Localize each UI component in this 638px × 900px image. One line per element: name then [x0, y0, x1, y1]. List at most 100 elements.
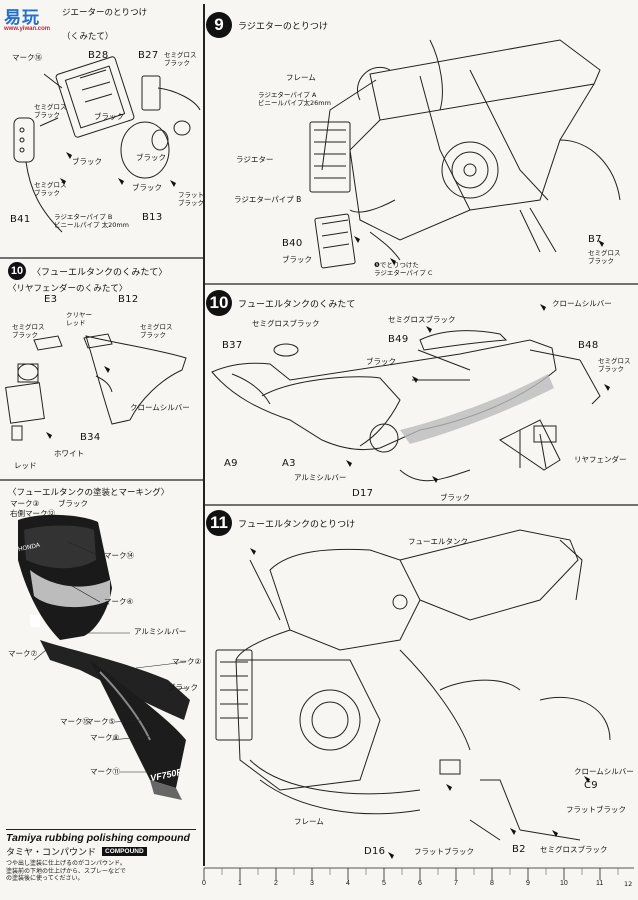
label-radiator-pipe-b: ラジエターパイプ B ビニールパイプ 太20mm — [54, 213, 130, 229]
label-black: ブラック — [132, 183, 162, 192]
label-rear-fender: リヤフェンダー — [574, 455, 627, 464]
label-red: レッド — [14, 461, 37, 470]
label-semigloss-black: セミグロスブラック — [252, 319, 320, 328]
part-b34: B34 — [80, 432, 101, 443]
label-radiator-pipe-a: ラジエターパイプ A ビニールパイプ太26mm — [258, 91, 331, 107]
ruler-tick-label: 0 — [202, 880, 206, 887]
ruler-tick-label: 5 — [382, 880, 386, 887]
label-flat-black: フラット ブラック — [178, 191, 204, 207]
step-title: 〈フューエルタンクのくみたて〉 — [32, 267, 168, 278]
ruler-tick-label: 11 — [596, 880, 604, 887]
step-9-heading: 9 ラジエターのとりつけ — [206, 12, 328, 38]
compound-jp-row: タミヤ・コンパウンド COMPOUND — [6, 845, 196, 858]
label-radiator-pipe-b: ラジエターパイプ B — [234, 195, 302, 204]
part-b48: B48 — [578, 340, 599, 351]
page-number: 12 — [624, 880, 633, 888]
ruler-tick-label: 4 — [346, 880, 350, 887]
part-b40: B40 — [282, 238, 303, 249]
part-a9: A9 — [224, 458, 238, 469]
part-b41: B41 — [10, 214, 31, 225]
ruler-tick-label: 2 — [274, 880, 278, 887]
ruler-tick-label: 8 — [490, 880, 494, 887]
part-b13: B13 — [142, 212, 163, 223]
ruler-tick-label: 7 — [454, 880, 458, 887]
step-number: 10 — [8, 262, 26, 280]
label-semigloss-black: セミグロス ブラック — [34, 103, 67, 119]
label-mark5: マーク⑤ — [86, 717, 116, 726]
label-radiator-pipe-c: ❺でとりつけた ラジエターパイプ C — [374, 261, 433, 277]
site-logo: 易玩 www.yiwan.com — [4, 3, 72, 33]
ruler-tick-label: 9 — [526, 880, 530, 887]
part-b2: B2 — [512, 844, 526, 855]
step-10-left-heading: 10 〈フューエルタンクのくみたて〉 — [8, 262, 167, 280]
part-b37: B37 — [222, 340, 243, 351]
label-mark11: マーク⑪ — [90, 767, 120, 776]
step-number: 9 — [206, 12, 232, 38]
label-mark3: マーク③ — [10, 499, 40, 508]
step-title: フューエルタンクのくみたて — [238, 299, 356, 310]
logo-text: 易玩 — [4, 8, 40, 27]
logo-url: www.yiwan.com — [4, 26, 51, 32]
step-title: ラジエターのとりつけ — [238, 21, 328, 32]
label-aluminium-silver: アルミシルバー — [294, 473, 347, 482]
label-semigloss-black: セミグロス ブラック — [164, 51, 197, 67]
label-chrome-silver: クロームシルバー — [552, 299, 612, 308]
label-black: ブラック — [58, 499, 88, 508]
label-white: ホワイト — [54, 449, 84, 458]
label-black: ブラック — [136, 153, 166, 162]
part-b12: B12 — [118, 294, 139, 305]
label-black: ブラック — [440, 493, 470, 502]
ruler-tick-label: 10 — [560, 880, 568, 887]
label-radiator: ラジエター — [236, 155, 274, 164]
part-e3: E3 — [44, 294, 58, 305]
label-semigloss-black: セミグロス ブラック — [140, 323, 173, 339]
step-subheading: 〈リヤフェンダーのくみたて〉 — [8, 284, 128, 294]
label-black: ブラック — [168, 683, 198, 692]
label-mark2: マーク② — [172, 657, 202, 666]
label-chrome-silver: クロームシルバー — [574, 767, 634, 776]
label-black: ブラック — [94, 112, 124, 121]
label-semigloss-black: セミグロス ブラック — [588, 249, 621, 265]
part-b7: B7 — [588, 234, 602, 245]
part-b27: B27 — [138, 50, 159, 61]
ruler-tick-label: 6 — [418, 880, 422, 887]
label-mark16: マーク⑯ — [12, 53, 42, 62]
compound-badge: COMPOUND — [102, 847, 147, 856]
label-semigloss-black: セミグロス ブラック — [598, 357, 631, 373]
part-b49: B49 — [388, 334, 409, 345]
section-heading-radiator: ジエーターのとりつけ — [62, 8, 148, 18]
label-black: ブラック — [282, 255, 312, 264]
ruler-tick-label: 3 — [310, 880, 314, 887]
part-c9: C9 — [584, 780, 598, 791]
label-chrome-silver: クロームシルバー — [130, 403, 190, 412]
part-d16: D16 — [364, 846, 386, 857]
label-black: ブラック — [366, 357, 396, 366]
label-mark15: マーク⑮ — [60, 717, 90, 726]
label-clear-red: クリヤー レッド — [66, 311, 92, 327]
label-black: ブラック — [72, 157, 102, 166]
step-11-heading: 11 フューエルタンクのとりつけ — [206, 510, 355, 536]
label-mark8: マーク⑧ — [90, 733, 120, 742]
label-mark7: マーク⑦ — [8, 649, 38, 658]
label-semigloss-black: セミグロスブラック — [540, 845, 608, 854]
part-a3: A3 — [282, 458, 296, 469]
step-title: フューエルタンクのとりつけ — [238, 519, 356, 530]
label-fuel-tank: フューエルタンク — [408, 537, 468, 546]
label-semigloss-black: セミグロスブラック — [388, 315, 456, 324]
label-right-mark12: 右側マーク⑫ — [10, 509, 55, 518]
step-number: 10 — [206, 290, 232, 316]
ruler-tick-label: 1 — [238, 880, 242, 887]
label-frame: フレーム — [294, 817, 324, 826]
label-mark4: マーク④ — [104, 597, 134, 606]
compound-description: つや出し塗装に仕上げるのがコンパウンド。 塗装前の下地の仕上げから、スプレーなど… — [6, 860, 126, 882]
section-subheading: （くみたて） — [62, 32, 114, 42]
compound-notice: Tamiya rubbing polishing compound タミヤ・コン… — [6, 829, 196, 890]
column-divider — [203, 4, 205, 866]
compound-jp-name: タミヤ・コンパウンド — [6, 848, 97, 858]
step-10-right-heading: 10 フューエルタンクのくみたて — [206, 290, 355, 316]
label-flat-black: フラットブラック — [566, 805, 626, 814]
paint-heading: 〈フューエルタンクの塗装とマーキング〉 — [8, 488, 170, 498]
label-aluminium-silver: アルミシルバー — [134, 627, 187, 636]
compound-title: Tamiya rubbing polishing compound — [6, 832, 190, 844]
